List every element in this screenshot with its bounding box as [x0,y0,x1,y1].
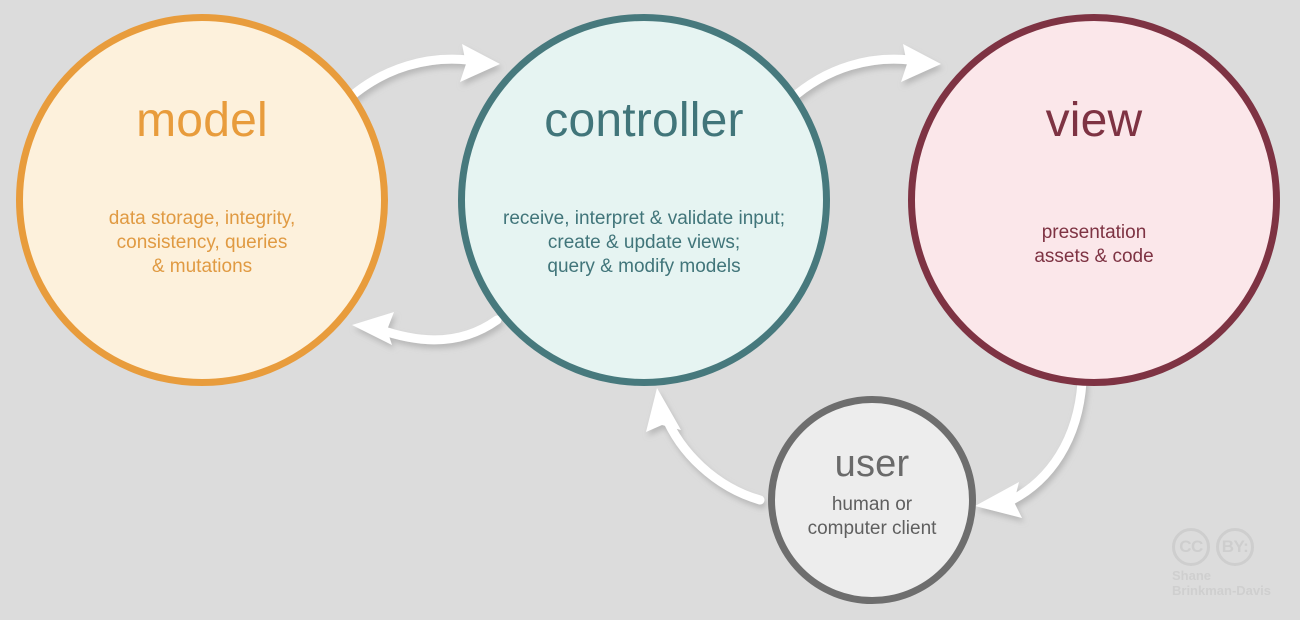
arrow-controller-to-model [352,312,502,345]
node-view-title: view [1045,94,1143,147]
cc-by-icon: BY: [1216,528,1254,566]
node-controller-title: controller [544,94,744,147]
node-model-title: model [136,94,268,147]
attribution-line-2: Brinkman-Davis [1172,582,1271,598]
node-user-description: human or computer client [807,494,937,539]
node-controller[interactable]: controller receive, interpret & validate… [458,14,830,386]
node-user-title: user [834,443,910,485]
node-view[interactable]: view presentation assets & code [908,14,1280,386]
cc-icon: CC [1172,528,1210,566]
node-model-description: data storage, integrity, consistency, qu… [108,208,296,277]
arrow-view-to-user [975,377,1087,518]
node-model[interactable]: model data storage, integrity, consisten… [16,14,388,386]
node-controller-description: receive, interpret & validate input; cre… [503,208,785,277]
attribution: Shane Brinkman-Davis [1172,568,1292,599]
node-view-description: presentation assets & code [1034,222,1154,267]
arrow-model-to-controller [342,44,500,105]
cc-marks: CC BY: [1172,528,1292,566]
node-user[interactable]: user human or computer client [768,396,976,604]
arrow-controller-to-view [785,44,941,105]
creative-commons-badge: CC BY: Shane Brinkman-Davis [1172,528,1292,610]
attribution-line-1: Shane [1172,568,1212,583]
arrow-user-to-controller [646,388,765,505]
